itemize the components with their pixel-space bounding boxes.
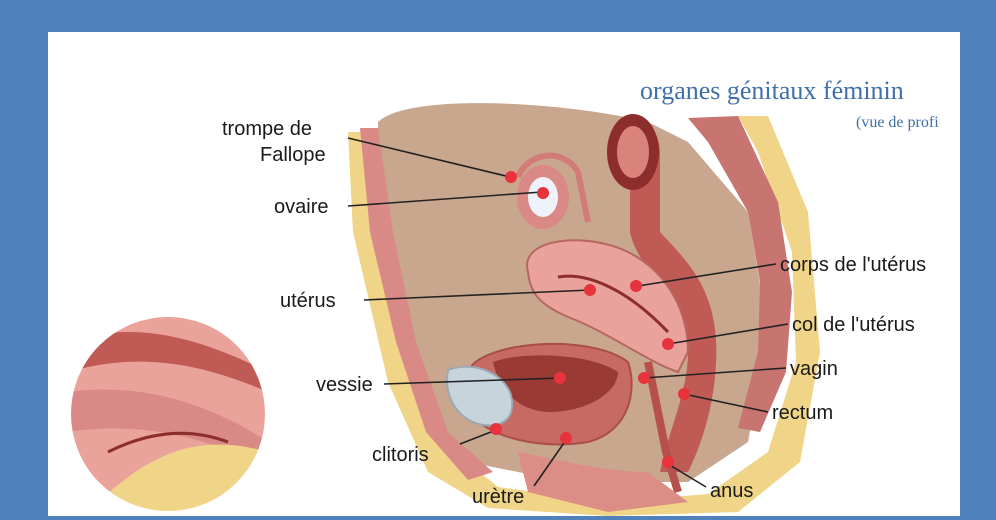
label-ovaire: ovaire: [274, 196, 328, 219]
diagram-title: organes génitaux féminin: [640, 76, 904, 106]
label-rectum: rectum: [772, 402, 833, 425]
colon-wall: [617, 126, 649, 178]
label-corps-uterus: corps de l'utérus: [780, 254, 926, 277]
label-clitoris: clitoris: [372, 444, 429, 467]
diagram-subtitle: (vue de profi: [856, 114, 939, 132]
label-vessie: vessie: [316, 374, 373, 397]
label-vagin: vagin: [790, 358, 838, 381]
label-anus: anus: [710, 480, 753, 503]
label-uterus: utérus: [280, 290, 336, 313]
label-fallope: Fallope: [260, 144, 326, 167]
diagram-panel: organes génitaux féminin (vue de profi t…: [48, 32, 960, 516]
label-trompe: trompe de: [222, 118, 312, 141]
label-uretre: urètre: [472, 486, 524, 509]
label-col-uterus: col de l'utérus: [792, 314, 915, 337]
